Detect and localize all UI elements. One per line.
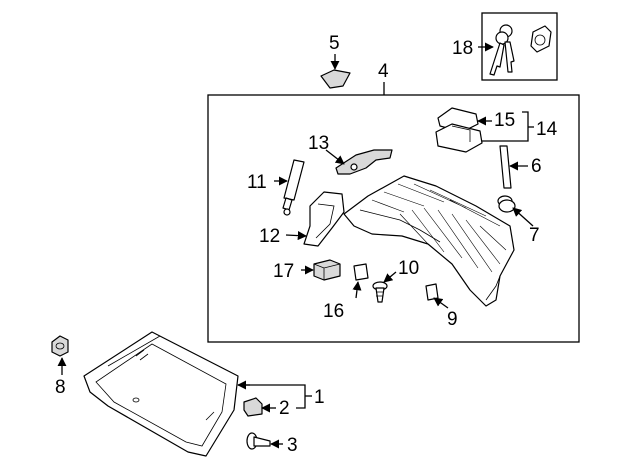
hinge-bracket-icon (335, 149, 393, 175)
callout-1: 1 (314, 387, 325, 408)
leader-10 (383, 271, 397, 283)
leader-16 (352, 281, 362, 299)
glove-box-door-icon (83, 331, 239, 457)
nut-icon (51, 335, 69, 357)
leader-7 (512, 207, 534, 227)
callout-15: 15 (494, 110, 515, 131)
callout-9: 9 (447, 309, 458, 330)
callout-3: 3 (287, 435, 298, 456)
damper-cylinder-icon (282, 159, 305, 216)
side-bracket-icon (303, 191, 345, 247)
callout-12: 12 (259, 226, 280, 247)
striker-icon (435, 107, 483, 153)
callout-17: 17 (273, 261, 294, 282)
block-17-icon (313, 259, 341, 281)
latch-icon (243, 397, 263, 417)
callout-7: 7 (529, 225, 540, 246)
callout-16: 16 (323, 301, 344, 322)
callout-6: 6 (531, 156, 542, 177)
leader-9 (433, 297, 449, 309)
damper-strip-icon (499, 145, 512, 189)
callout-13: 13 (308, 133, 329, 154)
block-16-icon (353, 263, 369, 281)
callout-11: 11 (247, 172, 267, 193)
callout-10: 10 (398, 258, 419, 279)
screw-icon (372, 281, 388, 303)
callout-8: 8 (55, 377, 66, 398)
side-bracket-detail (315, 203, 335, 239)
leader-13 (325, 149, 345, 165)
inner-panel-icon (343, 175, 515, 307)
leader-12 (285, 231, 307, 241)
callout-14: 14 (536, 119, 558, 140)
bumper-icon (497, 195, 516, 213)
callout-18: 18 (452, 38, 473, 59)
callout-4: 4 (378, 61, 389, 82)
key-set-icon (489, 24, 552, 76)
callout-5: 5 (329, 33, 340, 54)
pin-icon (246, 432, 271, 450)
hinge-hole (350, 163, 358, 171)
clip-icon (320, 69, 351, 89)
assembly-frame (207, 94, 580, 343)
clip-9-icon (425, 283, 439, 301)
callout-2: 2 (279, 398, 290, 419)
